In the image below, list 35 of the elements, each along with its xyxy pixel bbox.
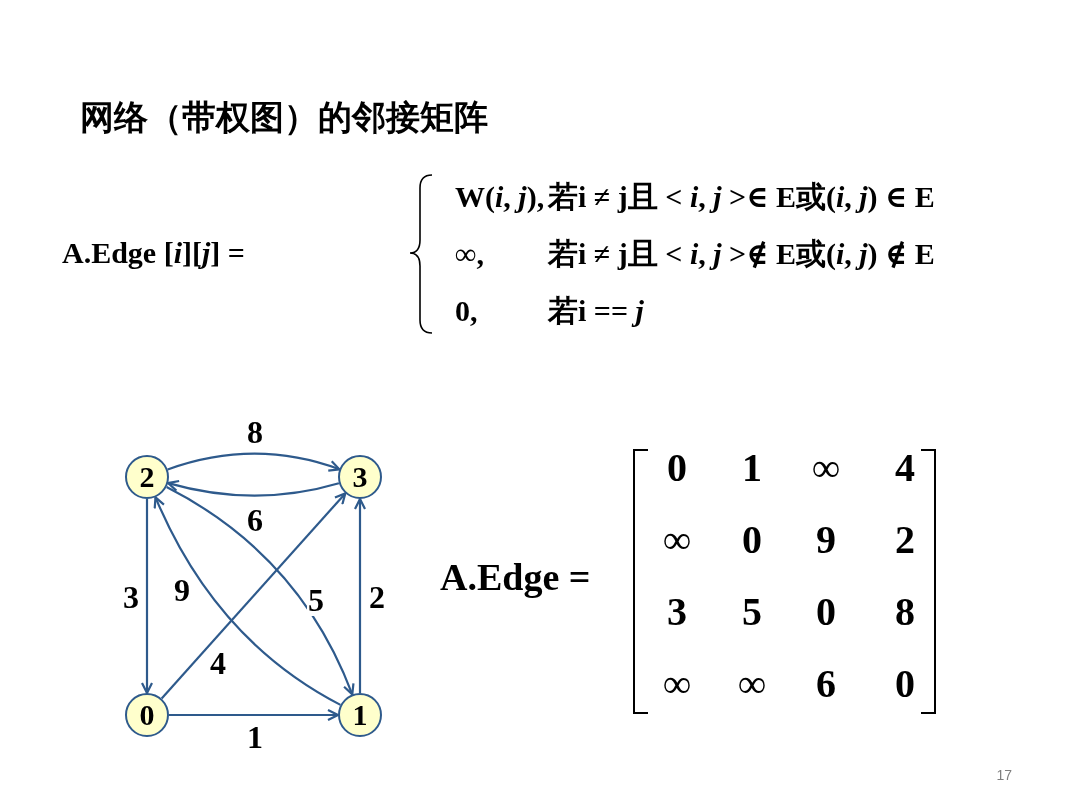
arrow: [169, 708, 340, 722]
arrow: [140, 499, 154, 695]
matrix-cell: 0: [895, 664, 915, 704]
matrix-cell: 4: [895, 448, 915, 488]
matrix-cell: 5: [742, 592, 762, 632]
vertex-circle: 1: [338, 693, 382, 737]
formula-text: 若i ≠ j且 < i, j >∉ E或(i, j) ∉ E: [548, 239, 935, 269]
matrix-cell: 9: [816, 520, 836, 560]
matrix-cell: 3: [667, 592, 687, 632]
matrix-cell: 6: [816, 664, 836, 704]
vertex-circle: 3: [338, 455, 382, 499]
vertex-circle: 0: [125, 693, 169, 737]
arrow: [353, 497, 367, 693]
matrix-cell: ∞: [662, 520, 692, 560]
arrow: [167, 479, 340, 497]
page-number: 17: [996, 768, 1012, 782]
vertex-circle: 2: [125, 455, 169, 499]
matrix-cell: 1: [742, 448, 762, 488]
matrix-cell: 0: [742, 520, 762, 560]
formula-text: A.Edge =: [440, 558, 591, 596]
matrix-cell: ∞: [737, 664, 767, 704]
formula-text: A.Edge [i][j] =: [62, 238, 245, 268]
matrix-cell: 0: [667, 448, 687, 488]
title: 网络（带权图）的邻接矩阵: [80, 100, 488, 134]
matrix-cell: ∞: [662, 664, 692, 704]
matrix-cell: 8: [895, 592, 915, 632]
formula-text: 0,: [455, 296, 478, 326]
matrix-cell: 2: [895, 520, 915, 560]
formula-text: 若i ≠ j且 < i, j >∈ E或(i, j) ∈ E: [548, 182, 935, 212]
formula-text: 若i == j: [548, 296, 644, 326]
matrix-cell: ∞: [811, 448, 841, 488]
arrow: [167, 452, 341, 472]
formula-text: ∞,: [455, 239, 484, 269]
matrix-cell: 0: [816, 592, 836, 632]
formula-text: W(i, j),: [455, 182, 545, 212]
